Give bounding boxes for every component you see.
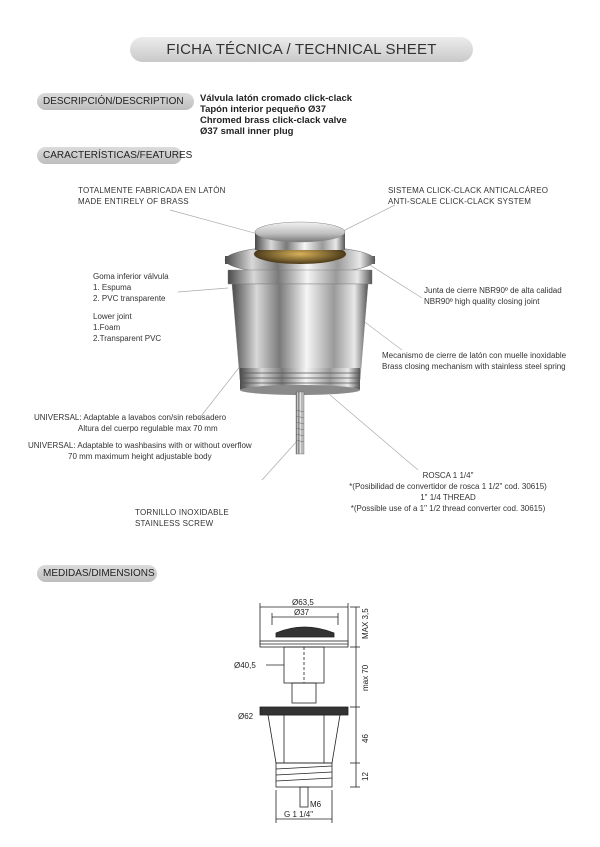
dim-d62: Ø62 (238, 712, 254, 721)
dim-d37: Ø37 (294, 608, 310, 617)
feature-rubber-es: Goma inferior válvula 1. Espuma 2. PVC t… (93, 272, 169, 303)
dim-max70: max 70 (361, 664, 370, 691)
feature-rubber-en: Lower joint 1.Foam 2.Transparent PVC (93, 312, 162, 343)
page-title-text: FICHA TÉCNICA / TECHNICAL SHEET (166, 41, 437, 58)
dim-g: G 1 1/4" (284, 810, 313, 819)
description-line: Válvula latón cromado click-clack (200, 93, 353, 104)
description-line: Chromed brass click-clack valve (200, 115, 347, 126)
description-text: Válvula latón cromado click-clack Tapón … (200, 93, 352, 137)
dim-d40: Ø40,5 (234, 661, 256, 670)
description-line: Ø37 small inner plug (200, 126, 294, 137)
dimensions-section-label: MEDIDAS/DIMENSIONS (37, 565, 157, 582)
dimension-drawing: Ø63,5 Ø37 Ø40,5 Ø62 M6 G 1 1/4" MAX 3,5 … (234, 598, 370, 823)
feature-joint: Junta de cierre NBR90º de alta calidad N… (424, 286, 562, 306)
feature-universal-en: UNIVERSAL: Adaptable to washbasins with … (28, 441, 252, 461)
dim-m6: M6 (310, 800, 322, 809)
feature-screw: TORNILLO INOXIDABLE STAINLESS SCREW (135, 508, 229, 528)
feature-thread: ROSCA 1 1/4" *(Posibilidad de convertido… (349, 471, 547, 513)
valve-illustration (169, 204, 423, 480)
dim-h12: 12 (361, 772, 370, 781)
feature-universal-es: UNIVERSAL: Adaptable a lavabos con/sin r… (34, 413, 227, 433)
dim-d63: Ø63,5 (292, 598, 314, 607)
dim-h46: 46 (361, 734, 370, 743)
feature-system: SISTEMA CLICK-CLACK ANTICALCÁREO ANTI-SC… (388, 186, 549, 206)
features-section-label: CARACTERÍSTICAS/FEATURES (37, 147, 192, 164)
feature-brass: TOTALMENTE FABRICADA EN LATÓN MADE ENTIR… (78, 186, 226, 206)
page-title: FICHA TÉCNICA / TECHNICAL SHEET (130, 37, 473, 62)
description-line: Tapón interior pequeño Ø37 (200, 104, 326, 115)
leader-lines (169, 204, 423, 480)
feature-mechanism: Mecanismo de cierre de latón con muelle … (382, 351, 567, 371)
description-section-label: DESCRIPCIÓN/DESCRIPTION (37, 93, 194, 110)
dim-max35: MAX 3,5 (361, 608, 370, 639)
